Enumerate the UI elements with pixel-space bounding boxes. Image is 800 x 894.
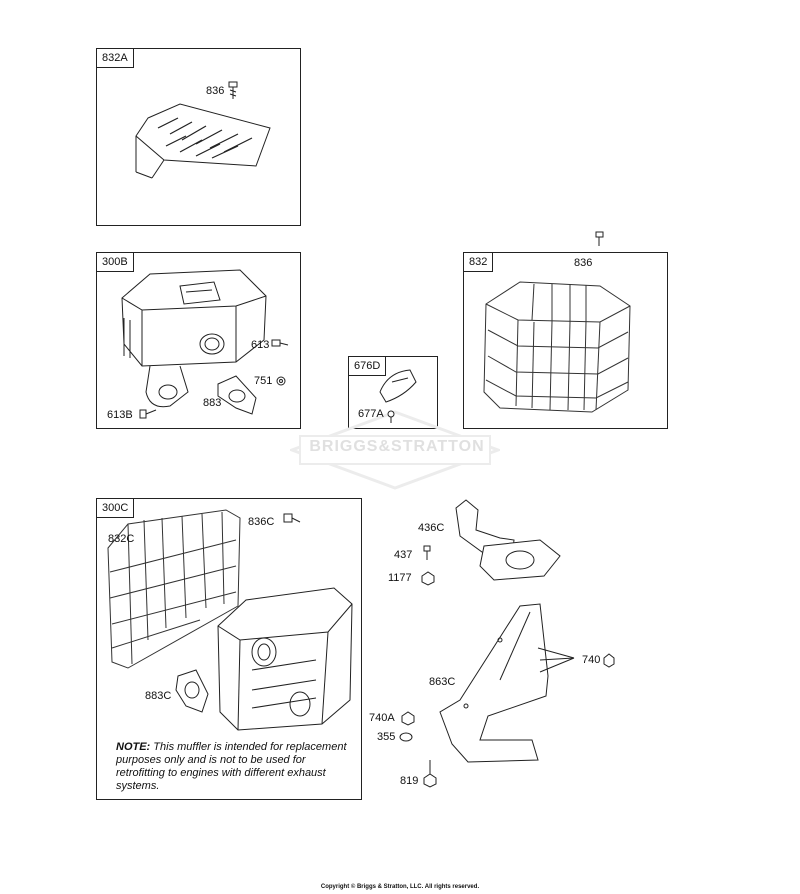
group-tag-300b: 300B [96,252,134,272]
group-box-832 [463,252,668,429]
group-box-832a [96,48,301,226]
label-355: 355 [377,731,396,743]
group-box-300c [96,498,362,800]
watermark-text: BRIGGS&STRATTON [309,438,485,455]
screw-836-guard [595,231,604,246]
group-box-676d [348,356,438,429]
bracket-863c [439,603,575,763]
screw-677a [387,410,395,423]
screw-819 [423,760,437,788]
label-677a: 677A [358,408,384,420]
label-832c: 832C [108,533,135,545]
note-heading: NOTE: [116,741,151,753]
label-836c: 836C [248,516,275,528]
watermark-logo-shape [290,410,500,490]
label-883c: 883C [145,690,172,702]
replacement-note: NOTE: This muffler is intended for repla… [116,741,356,793]
label-613: 613 [251,339,270,351]
heat-shield-plate [135,103,271,179]
screw-613 [271,339,289,347]
wire-guard-832 [483,281,631,413]
screw-836-top [228,81,238,99]
screw-836c [283,513,301,523]
label-437: 437 [394,549,413,561]
label-1177: 1177 [388,572,412,584]
label-836-top: 836 [206,85,225,97]
label-740a: 740A [369,712,395,724]
muffler-300c [217,587,353,731]
nut-751 [276,376,286,386]
note-body: This muffler is intended for replacement… [116,741,347,792]
group-tag-832a: 832A [96,48,134,68]
group-tag-832: 832 [463,252,494,272]
label-883: 883 [203,397,222,409]
group-tag-300c: 300C [96,498,135,518]
label-740: 740 [582,654,601,666]
copyright-footer: Copyright © Briggs & Stratton, LLC. All … [320,884,480,890]
nut-1177 [421,571,435,586]
gasket-883 [217,375,257,415]
label-751: 751 [254,375,273,387]
nut-740 [603,653,615,668]
deflector-676d [379,369,417,403]
label-863c: 863C [429,676,456,688]
washer-355 [399,732,413,742]
label-613b: 613B [107,409,133,421]
muffler-300b [121,269,267,408]
label-836-guard: 836 [574,257,593,269]
wire-guard-832c [107,509,241,669]
screw-437 [423,545,431,560]
group-box-300b [96,252,301,429]
screw-613b [139,409,157,419]
gasket-883c [175,669,209,713]
label-819: 819 [400,775,419,787]
exhaust-elbow-436c [455,499,561,581]
nut-740a [401,711,415,726]
label-436c: 436C [418,522,445,534]
group-tag-676d: 676D [348,356,387,376]
